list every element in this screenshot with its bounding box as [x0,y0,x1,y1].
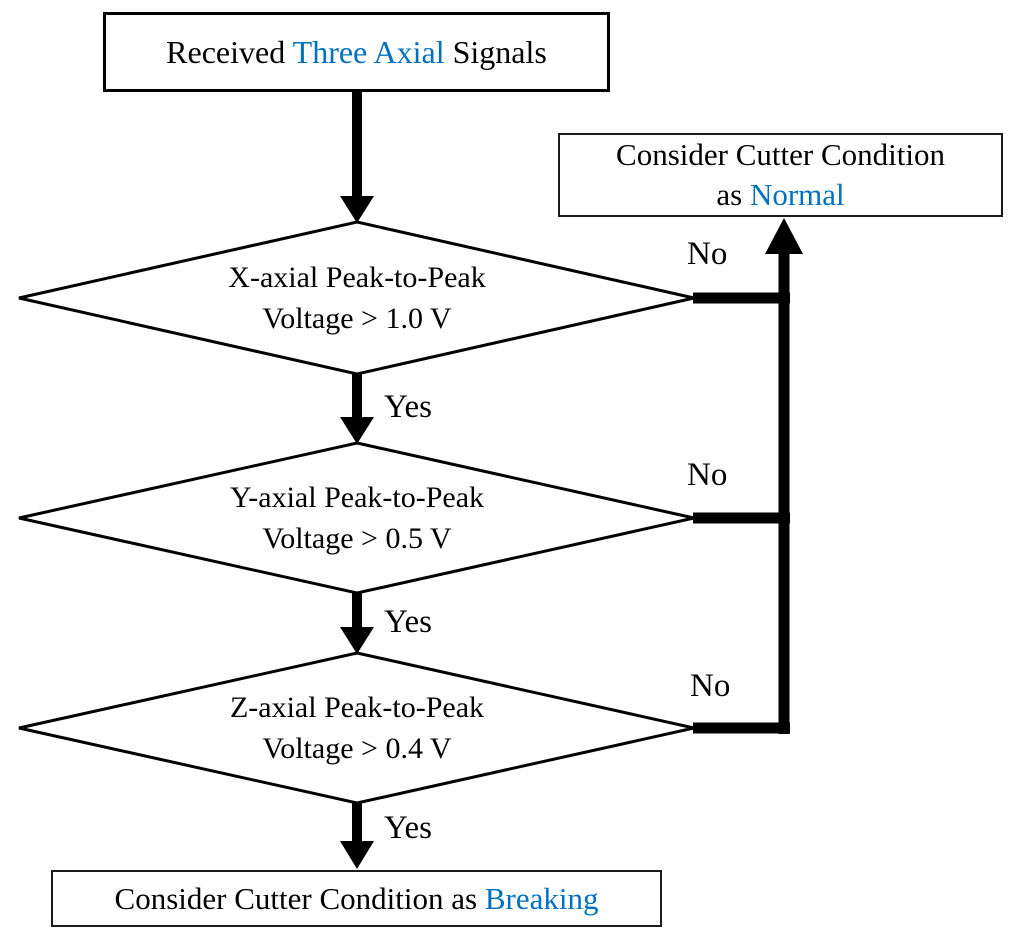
breaking-text-prefix: Consider Cutter Condition as [114,880,485,916]
decision-z-line2: Voltage > 0.4 V [262,732,452,765]
no-rail-up-arrowhead [765,218,803,254]
decision-y-text: Y-axial Peak-to-Peak Voltage > 0.5 V [107,477,607,559]
decision-x-text: X-axial Peak-to-Peak Voltage > 1.0 V [107,257,607,339]
breaking-text-highlight: Breaking [484,880,599,916]
yes-label-y: Yes [384,604,433,640]
start-box: Received Three Axial Signals [103,12,610,92]
arrow-y-to-z-head [340,627,374,654]
decision-z-text: Z-axial Peak-to-Peak Voltage > 0.4 V [107,687,607,769]
decision-y-line1: Y-axial Peak-to-Peak [229,481,485,514]
normal-line2-highlight: Normal [749,177,845,212]
no-label-x: No [687,236,728,272]
normal-box-line2: as Normal [716,175,844,215]
normal-line2-prefix: as [716,177,750,212]
start-text-prefix: Received [166,33,293,70]
decision-y-line2: Voltage > 0.5 V [262,522,452,555]
yes-label-x: Yes [384,389,433,425]
breaking-box-text: Consider Cutter Condition as Breaking [115,881,599,917]
start-text-highlight: Three Axial [292,33,445,70]
decision-x-line1: X-axial Peak-to-Peak [228,261,486,294]
yes-label-z: Yes [384,810,433,846]
arrow-x-to-y-head [340,417,374,444]
decision-diamond-z [18,651,695,805]
decision-diamond-x [18,220,695,376]
no-label-z: No [690,668,731,704]
decision-x-line2: Voltage > 1.0 V [262,302,452,335]
arrow-start-to-x-head [340,196,374,223]
normal-box-line1: Consider Cutter Condition [616,137,945,172]
start-text-suffix: Signals [444,33,547,70]
normal-result-box: Consider Cutter Condition as Normal [558,133,1003,217]
decision-z-line1: Z-axial Peak-to-Peak [229,691,485,724]
no-label-y: No [687,457,728,493]
decision-diamond-y [18,441,695,595]
start-box-text: Received Three Axial Signals [166,34,547,71]
arrow-z-to-breaking-head [340,841,374,869]
breaking-result-box: Consider Cutter Condition as Breaking [51,870,662,927]
